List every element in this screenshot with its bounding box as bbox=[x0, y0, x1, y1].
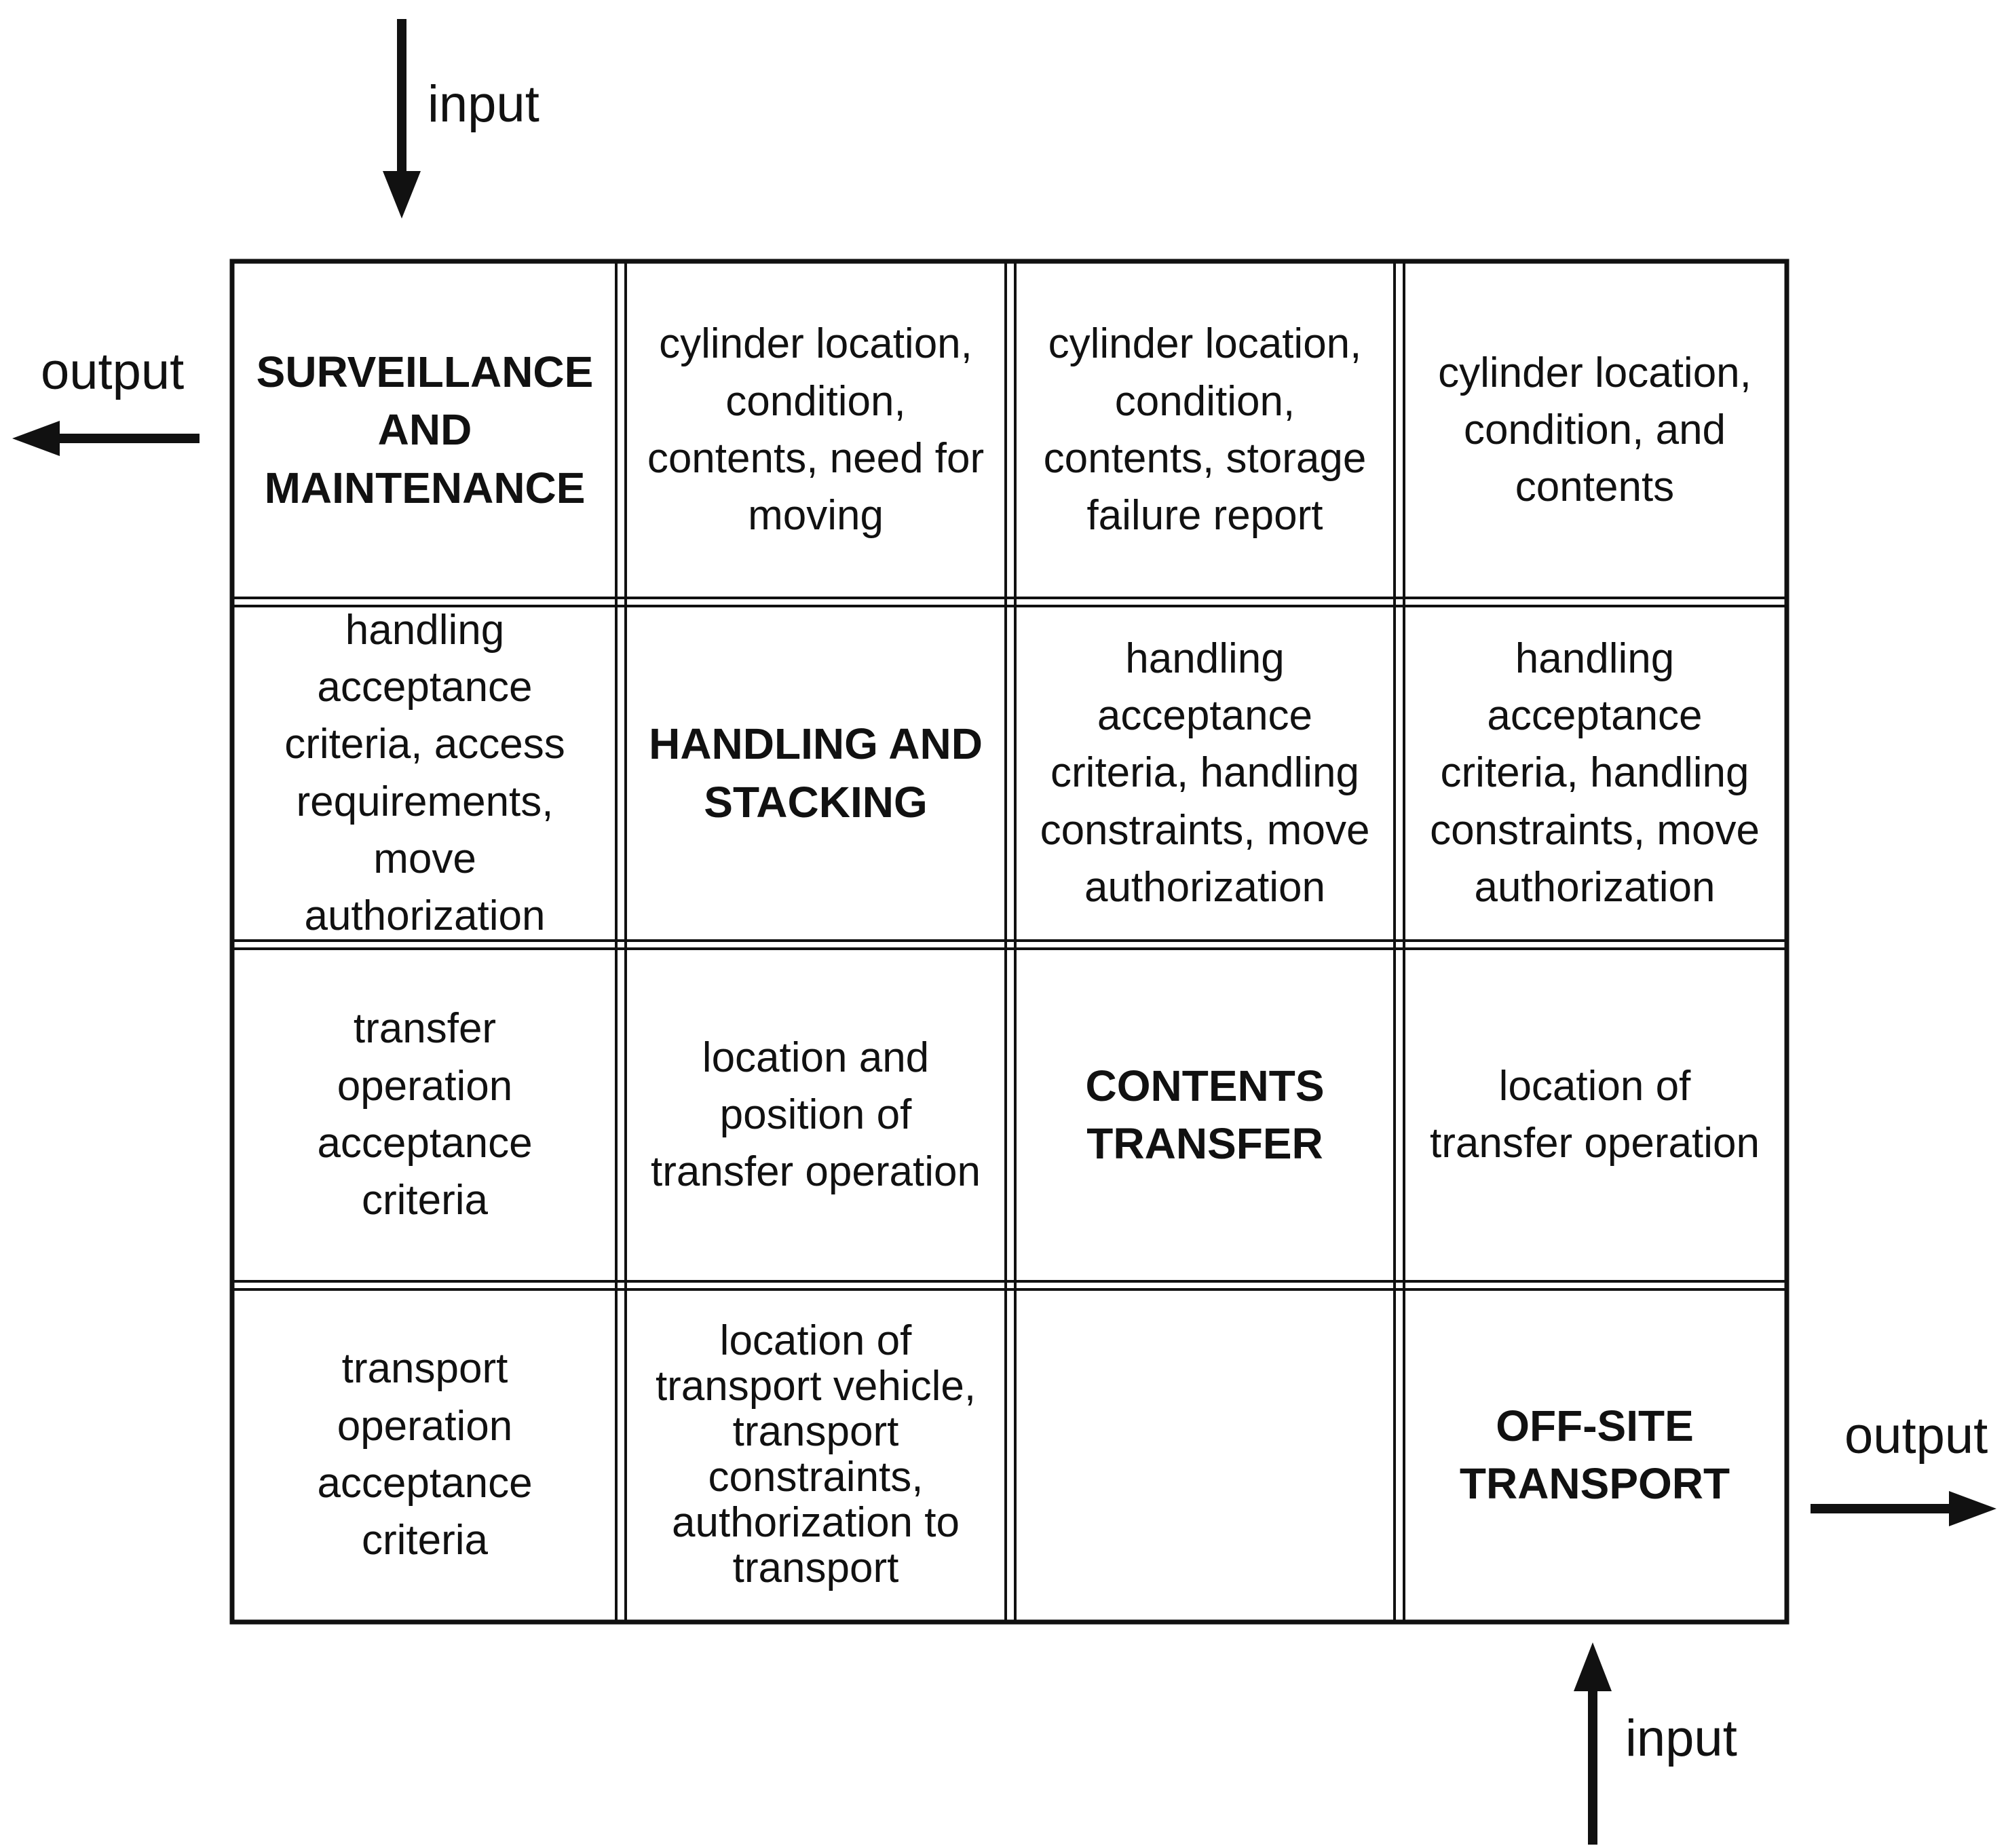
input-label-top: input bbox=[428, 75, 539, 133]
matrix-cell-r4-c2: location of transport vehicle, transport… bbox=[655, 1317, 977, 1591]
matrix-cell-surveillance-and-maintenance: SURVEILLANCE AND MAINTENANCE bbox=[256, 347, 594, 512]
matrix-cell-r4-c1: transport operation acceptance criteria bbox=[317, 1345, 533, 1564]
input-label-bottom: input bbox=[1625, 1710, 1737, 1767]
matrix-cell-contents-transfer: CONTENTS TRANSFER bbox=[1085, 1061, 1325, 1168]
matrix-cell-r1-c2: cylinder location, condition, contents, … bbox=[647, 320, 985, 540]
output-arrow-right-icon bbox=[1811, 1491, 1996, 1526]
matrix-cell-r3-c1: transfer operation acceptance criteria bbox=[317, 1005, 533, 1224]
row-dividers bbox=[232, 597, 1787, 1291]
output-label-left: output bbox=[41, 343, 185, 400]
matrix-cell-r2-c1: handling acceptance criteria, access req… bbox=[284, 607, 565, 939]
input-arrow-up-icon bbox=[1574, 1642, 1612, 1845]
matrix-cell-r3-c2: location and position of transfer operat… bbox=[651, 1034, 981, 1196]
matrix-cell-r2-c3: handling acceptance criteria, handling c… bbox=[1040, 635, 1370, 911]
matrix-cell-handling-and-stacking: HANDLING AND STACKING bbox=[649, 719, 983, 827]
matrix-cell-r1-c4: cylinder location, condition, and conten… bbox=[1438, 349, 1751, 511]
matrix-cell-off-site-transport: OFF-SITE TRANSPORT bbox=[1459, 1401, 1730, 1508]
matrix-cell-r4-c3-empty bbox=[1017, 1291, 1393, 1619]
matrix-cell-r1-c3: cylinder location, condition, contents, … bbox=[1043, 320, 1367, 540]
matrix-cell-r3-c4: location of transfer operation bbox=[1430, 1062, 1760, 1167]
output-arrow-left-icon bbox=[12, 421, 200, 456]
output-label-right: output bbox=[1844, 1407, 1988, 1465]
matrix-cell-r2-c4: handling acceptance criteria, handling c… bbox=[1430, 635, 1760, 911]
column-dividers bbox=[615, 261, 1405, 1622]
input-arrow-down-icon bbox=[383, 19, 421, 219]
